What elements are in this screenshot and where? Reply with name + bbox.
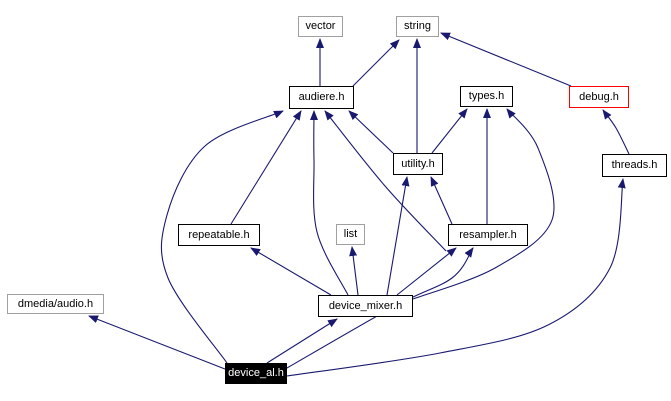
node-types-h[interactable]: types.h bbox=[460, 86, 513, 107]
edge-device-al-h-to-device-mixer-h bbox=[266, 318, 338, 364]
edge-device-mixer-h-to-list bbox=[349, 246, 359, 296]
node-utility-h[interactable]: utility.h bbox=[393, 153, 443, 175]
edge-utility-h-to-types-h bbox=[431, 108, 468, 154]
edge-device-al-h-to-audiere-h bbox=[160, 110, 284, 364]
node-string: string bbox=[396, 16, 439, 37]
node-threads-h[interactable]: threads.h bbox=[602, 154, 667, 177]
node-vector: vector bbox=[298, 16, 343, 37]
node-repeatable-h[interactable]: repeatable.h bbox=[178, 224, 260, 246]
node-resampler-h[interactable]: resampler.h bbox=[448, 224, 528, 246]
edge-device-mixer-h-to-resampler-h bbox=[396, 247, 457, 296]
edges-group bbox=[88, 32, 630, 377]
edge-device-mixer-h-to-audiere-h bbox=[309, 110, 349, 296]
edge-resampler-h-to-audiere-h bbox=[324, 110, 447, 252]
edge-debug-h-to-string bbox=[440, 32, 572, 87]
node-debug-h[interactable]: debug.h bbox=[569, 86, 629, 108]
node-list: list bbox=[336, 224, 365, 245]
edge-device-mixer-h-to-repeatable-h bbox=[250, 247, 332, 296]
edge-device-al-h-to-threads-h bbox=[286, 178, 626, 377]
edge-resampler-h-to-utility-h bbox=[430, 176, 453, 225]
edge-device-al-h-to-resampler-h bbox=[286, 247, 474, 369]
edge-device-mixer-h-to-utility-h bbox=[386, 176, 410, 296]
edge-threads-h-to-debug-h bbox=[602, 109, 630, 155]
edge-device-al-h-to-dmedia-audio-h bbox=[88, 315, 226, 370]
node-dmedia-audio-h: dmedia/audio.h bbox=[7, 294, 104, 314]
edge-utility-h-to-audiere-h bbox=[348, 110, 394, 154]
node-audiere-h[interactable]: audiere.h bbox=[289, 86, 354, 109]
node-device-mixer-h[interactable]: device_mixer.h bbox=[318, 295, 413, 317]
edge-device-mixer-h-to-types-h bbox=[412, 108, 555, 300]
node-device-al-h: device_al.h bbox=[225, 363, 287, 384]
edge-repeatable-h-to-audiere-h bbox=[230, 110, 302, 225]
edge-audiere-h-to-string bbox=[352, 39, 400, 87]
